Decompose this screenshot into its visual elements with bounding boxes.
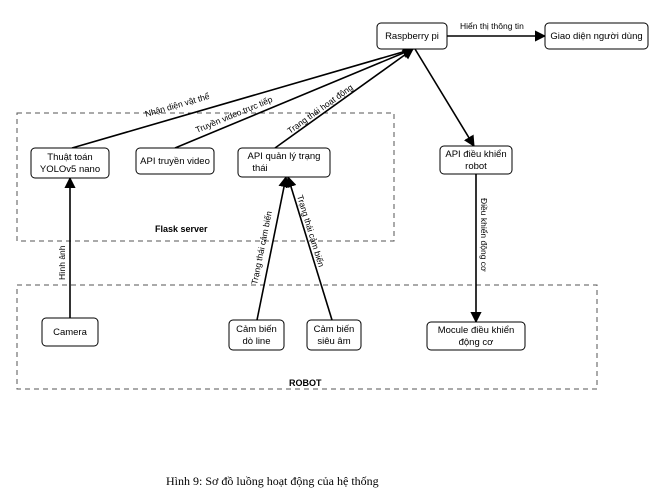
edge-label-object-detection: Nhận diện vật thể	[144, 91, 211, 119]
node-label-api-status-2: thái	[252, 163, 267, 174]
node-api-video: API truyền video	[135, 147, 215, 175]
edge-camera-to-yolo: Hình ảnh	[57, 176, 76, 318]
node-label-api-robot-1: API điều khiển	[445, 149, 506, 160]
node-label-raspberry-pi-1: Raspberry pi	[385, 31, 439, 42]
edge-raspberry-to-ui: Hiển thị thông tin	[447, 21, 547, 42]
node-api-robot: API điều khiển robot	[439, 145, 513, 175]
group-label-flask-server: Flask server	[155, 224, 208, 234]
node-label-ultrasonic-sensor-2: siêu âm	[317, 336, 350, 347]
node-user-interface: Giao diện người dùng	[544, 22, 649, 50]
node-camera: Camera	[41, 317, 99, 347]
node-label-user-interface-1: Giao diện người dùng	[550, 31, 642, 42]
node-line-sensor: Cảm biến dò line	[228, 319, 285, 351]
node-ultrasonic-sensor: Cảm biến siêu âm	[306, 319, 362, 351]
edge-label-operation-status: Trạng thái hoạt động	[285, 82, 355, 136]
figure-caption: Hình 9: Sơ đồ luồng hoạt động của hệ thố…	[166, 474, 379, 488]
node-motor-module: Mocule điều khiển động cơ	[426, 321, 526, 351]
node-label-api-video-1: API truyền video	[140, 156, 210, 167]
edge-raspberry-to-apirobot	[414, 48, 475, 147]
node-label-yolo-2: YOLOv5 nano	[40, 164, 100, 175]
edge-label-motor-control: Điều khiển động cơ	[479, 198, 489, 272]
node-label-line-sensor-2: dò line	[243, 336, 271, 347]
group-robot: ROBOT	[16, 284, 598, 390]
group-label-robot: ROBOT	[289, 378, 322, 388]
edge-sonic-to-status: Trạng thái cảm biến	[285, 175, 333, 321]
node-label-motor-module-2: động cơ	[459, 337, 494, 348]
node-label-camera-1: Camera	[53, 327, 88, 338]
edge-yolo-to-raspberry: Nhận diện vật thể	[71, 46, 415, 149]
node-label-motor-module-1: Mocule điều khiển	[438, 325, 515, 336]
edge-label-ultrasonic-sensor-status: Trạng thái cảm biến	[295, 194, 327, 269]
node-raspberry-pi: Raspberry pi	[376, 22, 448, 50]
edge-label-line-sensor-status: Trạng thái cảm biến	[249, 210, 274, 286]
node-label-line-sensor-1: Cảm biến	[236, 324, 277, 335]
nodes: Raspberry pi Giao diện người dùng Thuật …	[30, 22, 649, 351]
node-label-ultrasonic-sensor-1: Cảm biến	[314, 324, 355, 335]
edge-line-to-status: Trạng thái cảm biến	[249, 175, 290, 321]
group-flask-server: Flask server	[16, 112, 395, 242]
node-yolo: Thuật toán YOLOv5 nano	[30, 147, 110, 179]
edge-label-display-info: Hiển thị thông tin	[460, 21, 524, 31]
edge-label-image: Hình ảnh	[57, 245, 67, 280]
node-label-yolo-1: Thuật toán	[47, 152, 92, 163]
node-api-status: API quản lý trạng thái	[237, 147, 331, 178]
edge-apirobot-to-motor: Điều khiển động cơ	[470, 174, 489, 324]
node-label-api-status-1: API quản lý trạng	[248, 151, 321, 162]
node-label-api-robot-2: robot	[465, 161, 487, 172]
